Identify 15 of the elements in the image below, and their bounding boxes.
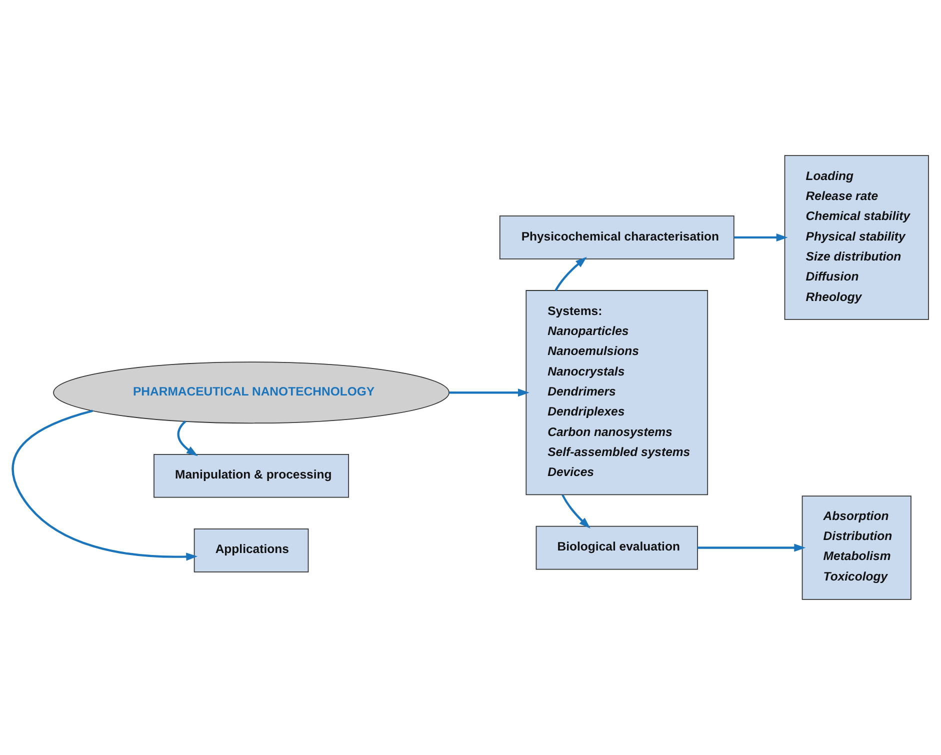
arrow	[562, 494, 590, 529]
node-box: Loading Release rate Chemical stability Physical stability Size distribution Diffusion Rheology	[784, 155, 929, 320]
node-box: Absorption Distribution Metabolism Toxicology	[802, 496, 912, 600]
node-box: Systems: Nanoparticles Nanoemulsions Nanocrystals Dendrimers Dendriplexes Carbon nanosystems Self-assembled systems Devices	[526, 290, 708, 496]
arrow	[449, 388, 530, 397]
node-box: Physicochemical characterisation	[499, 216, 734, 260]
node-ellipse: PHARMACEUTICAL NANOTECHNOLOGY	[53, 362, 450, 424]
arrow	[12, 410, 198, 561]
node-box: Manipulation & processing	[154, 454, 350, 498]
node-box: Applications	[194, 528, 309, 572]
arrow	[554, 256, 587, 292]
arrow	[177, 420, 198, 456]
arrow	[698, 544, 806, 552]
arrow	[734, 233, 788, 242]
node-box: Biological evaluation	[536, 526, 698, 570]
